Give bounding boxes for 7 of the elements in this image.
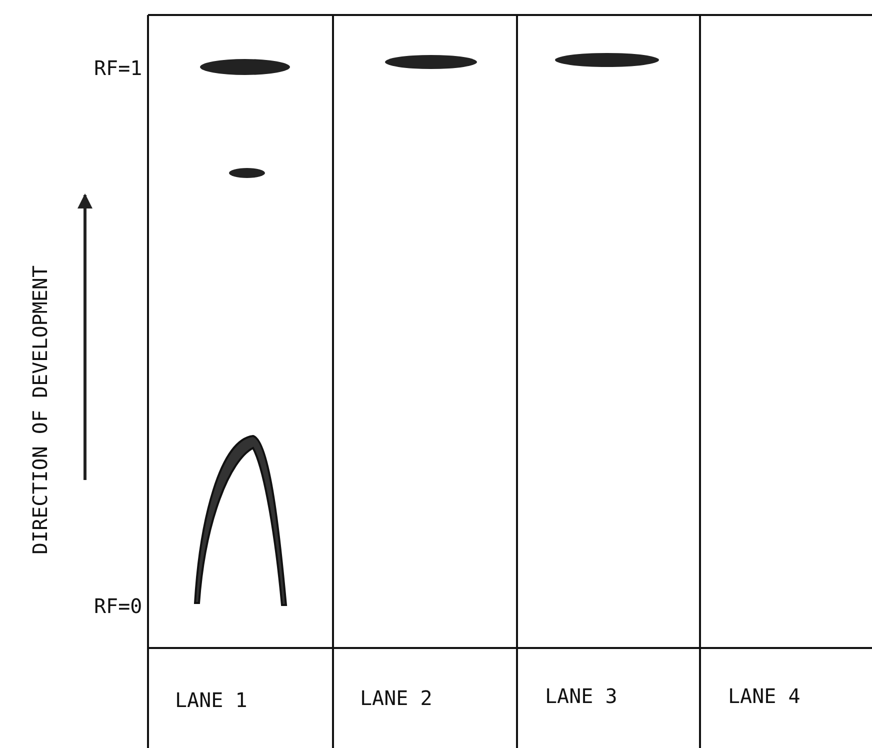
rf-label: RF=1 bbox=[94, 58, 142, 78]
rf-label: RF=0 bbox=[94, 596, 142, 616]
lane-label: LANE 4 bbox=[728, 686, 800, 706]
lane-label: LANE 3 bbox=[545, 686, 618, 706]
lane-label: LANE 2 bbox=[360, 688, 432, 708]
axis-label: DIRECTION OF DEVELOPMENT bbox=[30, 266, 50, 554]
lane-label: LANE 1 bbox=[175, 690, 248, 710]
